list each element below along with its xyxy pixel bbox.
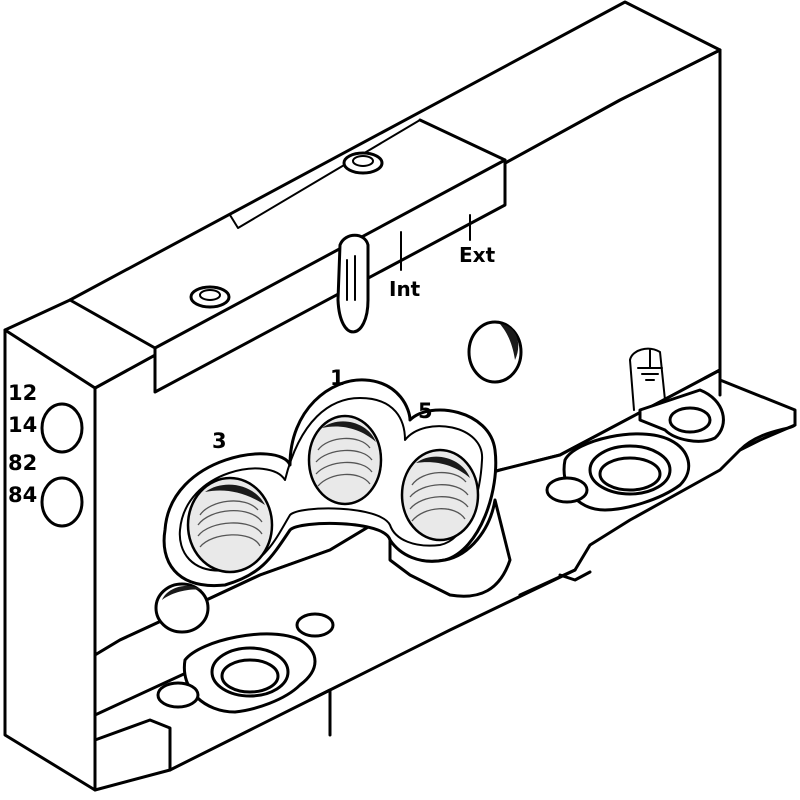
earth-ground-icon bbox=[637, 349, 663, 381]
port-82-84-hole bbox=[40, 476, 84, 528]
port-3: 3 bbox=[186, 429, 274, 574]
flange-saddle bbox=[388, 498, 512, 598]
port-5: 5 bbox=[400, 399, 480, 542]
top-rail: Int Ext bbox=[189, 151, 496, 334]
int-ext-selector bbox=[336, 233, 370, 334]
port-5-label: 5 bbox=[418, 399, 433, 423]
port-12-14-hole bbox=[40, 402, 84, 454]
port-84-label: 84 bbox=[8, 483, 37, 507]
port-1-label: 1 bbox=[330, 366, 345, 390]
port-82-label: 82 bbox=[8, 451, 37, 475]
lower-left-hole bbox=[154, 582, 210, 634]
port-14-label: 14 bbox=[8, 413, 37, 437]
ext-label: Ext bbox=[459, 243, 496, 267]
mounting-lug-right bbox=[545, 347, 725, 512]
side-ports: 12 14 82 84 bbox=[8, 381, 84, 528]
screw-icon bbox=[342, 151, 384, 175]
port-3-label: 3 bbox=[212, 429, 227, 453]
screw-icon bbox=[189, 285, 231, 309]
port-1: 1 bbox=[307, 366, 383, 506]
mounting-lug-left bbox=[156, 612, 335, 714]
int-label: Int bbox=[389, 277, 421, 301]
port-12-label: 12 bbox=[8, 381, 37, 405]
upper-through-hole bbox=[467, 320, 523, 384]
